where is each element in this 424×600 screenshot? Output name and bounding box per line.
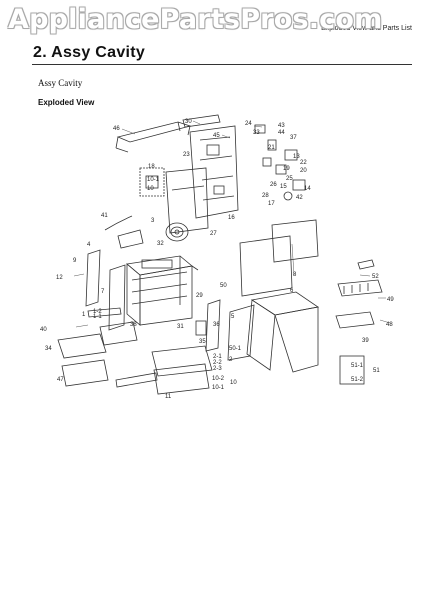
- callout-1: 1: [82, 312, 86, 318]
- callout-12: 12: [56, 275, 63, 281]
- callout-25: 25: [286, 176, 293, 182]
- insulation-panel-part: [239, 219, 319, 297]
- assy-subtitle: Assy Cavity: [38, 78, 83, 88]
- callout-26: 26: [270, 182, 277, 188]
- callout-51: 51: [373, 368, 380, 374]
- callout-14: 14: [304, 186, 311, 192]
- callout-29: 29: [196, 293, 203, 299]
- bar-part: [115, 372, 158, 388]
- callout-13: 13: [293, 154, 300, 160]
- callout-23: 23: [183, 152, 190, 158]
- callout-30: 30: [185, 119, 192, 125]
- callout-38: 38: [130, 322, 137, 328]
- callout-8: 8: [293, 272, 297, 278]
- callout-10-1: 10-1: [212, 385, 225, 391]
- callout-2-2: 2-2: [213, 360, 222, 366]
- callout-labels: 46 30 45 24 33 43 44 37 23 21 13 22 20 1…: [40, 119, 394, 400]
- side-trim-part: [85, 249, 126, 331]
- callout-10: 10: [230, 380, 237, 386]
- outer-wrapper-part: [227, 291, 320, 373]
- callout-17: 17: [268, 201, 275, 207]
- callout-32: 32: [157, 241, 164, 247]
- callout-51-1: 51-1: [351, 363, 364, 369]
- callout-34: 34: [45, 346, 52, 352]
- callout-4: 4: [87, 242, 91, 248]
- callout-10-2: 10-2: [212, 376, 225, 382]
- callout-33: 33: [253, 130, 260, 136]
- running-head: Exploded View and Parts List: [321, 25, 412, 32]
- callout-21: 21: [268, 145, 275, 151]
- callout-42: 42: [296, 195, 303, 201]
- callout-24: 24: [245, 121, 252, 127]
- latch-part: [195, 320, 207, 336]
- callout-28: 28: [262, 193, 269, 199]
- callout-16: 16: [228, 215, 235, 221]
- callout-15: 15: [280, 184, 287, 190]
- callout-18: 18: [148, 164, 155, 170]
- callout-48: 48: [386, 322, 393, 328]
- base-frame-part: [153, 363, 210, 395]
- bottom-tray-part: [99, 321, 138, 346]
- rack-part: [335, 259, 383, 385]
- callout-2: 2: [229, 357, 233, 363]
- plate-part: [165, 167, 209, 234]
- leader-lines: [73, 120, 391, 328]
- callout-5: 5: [231, 314, 235, 320]
- title-rule: [32, 64, 412, 65]
- wire-part: [104, 215, 133, 231]
- section-title: 2. Assy Cavity: [33, 44, 146, 61]
- callout-7: 7: [101, 289, 105, 295]
- callout-43: 43: [278, 123, 285, 129]
- callout-22: 22: [300, 160, 307, 166]
- callout-20: 20: [300, 168, 307, 174]
- back-panel-part: [182, 114, 239, 219]
- callout-27: 27: [210, 231, 217, 237]
- callout-31: 31: [177, 324, 184, 330]
- cover-part: [117, 229, 144, 249]
- callout-52: 52: [372, 274, 379, 280]
- callout-44: 44: [278, 130, 285, 136]
- bracket-part: [139, 167, 165, 197]
- callout-2-3: 2-3: [213, 366, 222, 372]
- callout-49: 49: [387, 297, 394, 303]
- oven-cavity-part: [126, 255, 199, 326]
- lower-frame-part: [151, 345, 213, 377]
- hinge-part: [205, 299, 221, 352]
- exploded-view-label: Exploded View: [38, 98, 95, 107]
- callout-19: 19: [283, 166, 290, 172]
- small-parts-cluster: [254, 124, 306, 201]
- callout-41: 41: [101, 213, 108, 219]
- callout-1-1: 1-1: [93, 314, 102, 320]
- callout-9: 9: [73, 258, 77, 264]
- fan-part: [165, 222, 189, 242]
- drawer-part: [57, 333, 107, 359]
- callout-46: 46: [113, 126, 120, 132]
- callout-1-2: 1-2: [93, 309, 102, 315]
- callout-37: 37: [290, 135, 297, 141]
- callout-40: 40: [40, 327, 47, 333]
- callout-50-top: 50: [220, 283, 227, 289]
- callout-35: 35: [199, 339, 206, 345]
- callout-3: 3: [151, 218, 155, 224]
- callout-36: 36: [213, 322, 220, 328]
- callout-6: 6: [290, 288, 294, 294]
- rail-part: [87, 307, 122, 318]
- callout-11: 11: [165, 394, 172, 400]
- callout-47: 47: [57, 377, 64, 383]
- callout-45: 45: [213, 133, 220, 139]
- callout-50-1: 50-1: [229, 346, 242, 352]
- callout-10-1-top: 10-1: [147, 177, 160, 183]
- callout-10-top: 10: [147, 186, 154, 192]
- callout-51-2: 51-2: [351, 377, 364, 383]
- callout-39: 39: [362, 338, 369, 344]
- drawer-base-part: [61, 359, 109, 387]
- top-frame-part: [115, 121, 192, 153]
- callout-2-1: 2-1: [213, 354, 222, 360]
